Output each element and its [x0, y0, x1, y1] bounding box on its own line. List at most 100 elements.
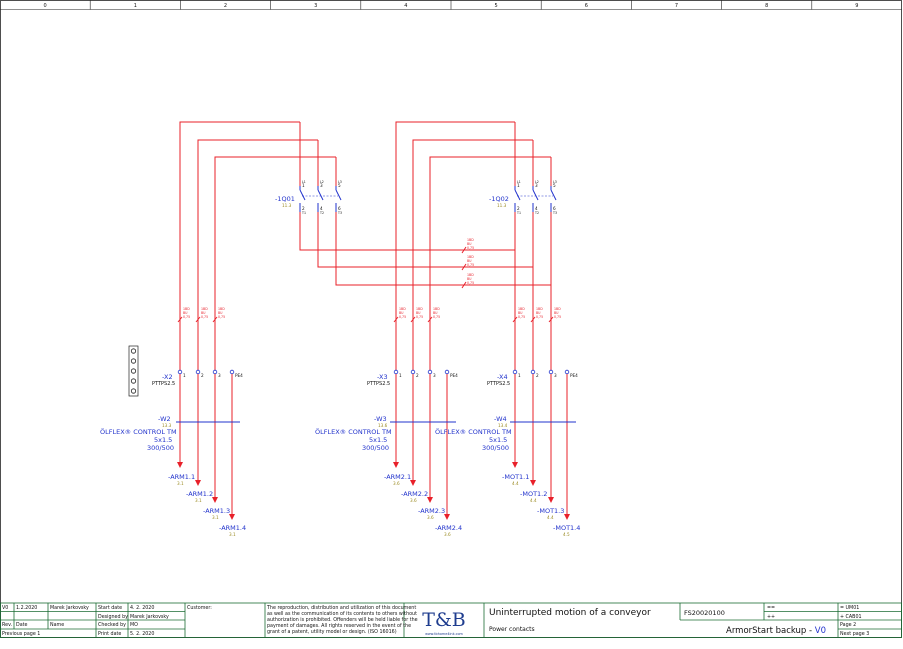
- vmark-d2: BU: [399, 311, 404, 315]
- project-name: ArmorStart backup - V0: [726, 626, 826, 636]
- pole-top-3: 3: [320, 183, 323, 188]
- pole-bottom-6: 6: [338, 206, 341, 211]
- pole2-l3: L3: [553, 180, 557, 184]
- arm2-2-name: -ARM2.2: [401, 490, 428, 498]
- rev-head-rev: Rev.: [2, 622, 12, 628]
- rev-date: 1.2.2020: [16, 605, 37, 611]
- arm1-2-ref: 3.1: [195, 498, 202, 503]
- wire-mark-1b: BU: [467, 242, 472, 246]
- terminal-group-x3[interactable]: 1 2 3 PE4 -X3 PTTPS2.5 -W3 13.6 ÖLFLEX® …: [315, 369, 462, 537]
- previous-page-link[interactable]: Previous page 1: [2, 631, 40, 637]
- vmark-f1: 1BD: [433, 307, 440, 311]
- w4-line3: 300/500: [482, 444, 509, 452]
- rev-author: Marek Jarkovsky: [50, 605, 89, 611]
- mot1-4-ref: 4.5: [563, 532, 570, 537]
- mot1-3-name: -MOT1.3: [537, 507, 564, 515]
- vmark-a2: BU: [183, 311, 188, 315]
- project-rev: V0: [815, 626, 826, 636]
- w2-line2: 5x1.5: [154, 436, 172, 444]
- drawing-title: Uninterrupted motion of a conveyor: [489, 608, 651, 618]
- mot1-1-name: -MOT1.1: [502, 473, 529, 481]
- next-page-link[interactable]: Next page 3: [840, 631, 869, 637]
- pole2-top-1: 1: [517, 183, 520, 188]
- pole-bottom-2: 2: [302, 206, 305, 211]
- w2-line1: ÖLFLEX® CONTROL TM: [100, 427, 177, 436]
- terminal-group-x2[interactable]: 1 2 3 PE4 -X2 PTTPS2.5 -W2 13.3 ÖLFLEX® …: [100, 369, 246, 537]
- arm1-2-name: -ARM1.2: [186, 490, 213, 498]
- x2-pin-1: 1: [183, 373, 186, 378]
- vmark-g1: 1BD: [518, 307, 525, 311]
- start-date: 4. 2. 2020: [130, 605, 154, 611]
- vmark-f3: 0,75: [433, 315, 440, 319]
- eq-2: ++: [767, 614, 775, 620]
- vmark-b2: BU: [201, 311, 206, 315]
- grid-column-6: 6: [585, 3, 588, 9]
- wire-mark-3c: 0,75: [467, 281, 474, 285]
- pole2-t2: T2: [534, 211, 539, 215]
- arm1-1-ref: 3.1: [177, 481, 184, 486]
- breaker-1q02[interactable]: -1Q02 11.3 1 3 5 2 4 6 L1 L2 L3 T1 T2 T3: [489, 180, 557, 215]
- pole-l3: L3: [338, 180, 342, 184]
- wire-mark-2b: BU: [467, 259, 472, 263]
- rev-head-name: Name: [50, 622, 64, 628]
- pole-l1: L1: [302, 180, 306, 184]
- grid-column-2: 2: [224, 3, 227, 9]
- vmark-a1: 1BD: [183, 307, 190, 311]
- pole-top-1: 1: [302, 183, 305, 188]
- vmark-b1: 1BD: [201, 307, 208, 311]
- pole-top-5: 5: [338, 183, 341, 188]
- pole-l2: L2: [320, 180, 324, 184]
- wire-mark-3a: 1BD: [467, 273, 474, 277]
- x3-pin-3: 3: [433, 373, 436, 378]
- company-logo: T&B: [422, 609, 466, 631]
- w4-ref: 13.4: [498, 423, 508, 428]
- arm2-4-ref: 3.6: [444, 532, 451, 537]
- wire-marks-horizontal: 1BD BU 0,75 1BD BU 0,75 1BD BU 0,75: [461, 238, 474, 289]
- vmark-i3: 0,75: [554, 315, 561, 319]
- mot1-4-name: -MOT1.4: [553, 524, 580, 532]
- wire-mark-2c: 0,75: [467, 263, 474, 267]
- drawing-subtitle: Power contacts: [489, 626, 535, 633]
- arm1-4-name: -ARM1.4: [219, 524, 246, 532]
- x3-name: -X3: [377, 373, 388, 381]
- x3-pin-2: 2: [416, 373, 419, 378]
- pole-bottom-4: 4: [320, 206, 323, 211]
- copyright-line-3: authorization is prohibited. Offenders w…: [267, 617, 418, 623]
- w2-line3: 300/500: [147, 444, 174, 452]
- vmark-e2: BU: [416, 311, 421, 315]
- vmark-h2: BU: [536, 311, 541, 315]
- breaker-1q02-ref: 11.3: [497, 203, 507, 208]
- location-1: = UM01: [840, 605, 859, 611]
- w3-line1: ÖLFLEX® CONTROL TM: [315, 427, 392, 436]
- vmark-g2: BU: [518, 311, 523, 315]
- vmark-c1: 1BD: [218, 307, 225, 311]
- breaker-1q01-name: -1Q01: [275, 195, 295, 203]
- pole2-bottom-2: 2: [517, 206, 520, 211]
- breaker-1q01-ref: 11.3: [282, 203, 292, 208]
- copyright-line-4: payment of damages. All rights reserved …: [267, 623, 411, 629]
- pole2-bottom-4: 4: [535, 206, 538, 211]
- x3-pin-pe: PE4: [450, 373, 458, 378]
- pole2-l1: L1: [517, 180, 521, 184]
- x4-name: -X4: [497, 373, 508, 381]
- wire-mark-1a: 1BD: [467, 238, 474, 242]
- x2-pin-2: 2: [201, 373, 204, 378]
- pole2-l2: L2: [535, 180, 539, 184]
- x2-name: -X2: [162, 373, 173, 381]
- mot1-2-name: -MOT1.2: [520, 490, 547, 498]
- rev-v0: V0: [2, 605, 8, 611]
- w2-ref: 13.3: [162, 423, 172, 428]
- grid-column-5: 5: [495, 3, 498, 9]
- vmark-e3: 0,75: [416, 315, 423, 319]
- start-date-label: Start date: [98, 605, 122, 611]
- vmark-d1: 1BD: [399, 307, 406, 311]
- w3-ref: 13.6: [378, 423, 388, 428]
- grid-column-7: 7: [675, 3, 678, 9]
- company-url: www.tbhome4ink.com: [425, 632, 463, 636]
- breaker-1q01[interactable]: -1Q01 11.3 1 3 5 2 4 6 L1 L2 L3 T1 T2 T3: [275, 180, 342, 215]
- terminal-group-x4[interactable]: 1 2 3 PE4 -X4 PTTPS2.5 -W4 13.4 ÖLFLEX® …: [435, 369, 580, 537]
- vmark-h3: 0,75: [536, 315, 543, 319]
- copyright-line-2: as well as the communication of its cont…: [267, 611, 417, 617]
